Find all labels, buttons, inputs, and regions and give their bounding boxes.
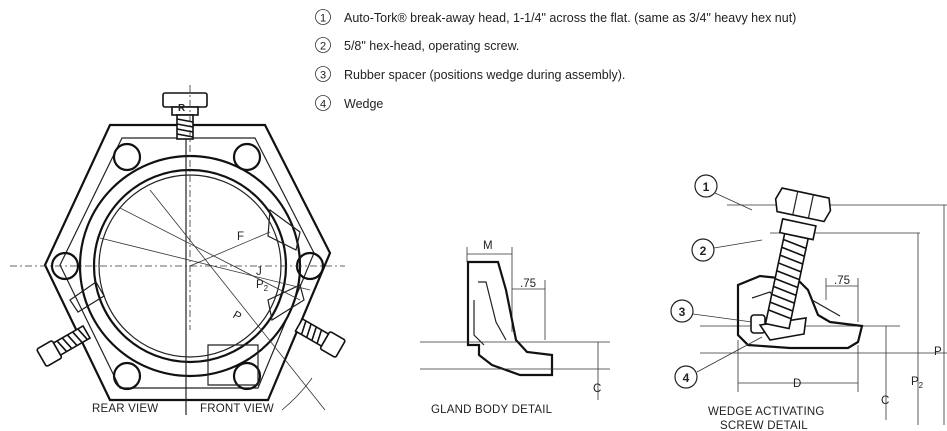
callout-number: 4 <box>683 371 690 385</box>
rear-view-label: REAR VIEW <box>92 403 158 415</box>
dim-label-p2: P2 <box>911 376 924 390</box>
wedge-pocket <box>267 208 301 251</box>
dim-line-p2 <box>119 207 301 301</box>
dim-label-p: P <box>231 309 244 323</box>
legend-number-circle <box>315 95 331 111</box>
wedge-screw-detail: .75 D C P2 P 1 2 3 4 <box>670 174 947 431</box>
legend-number: 4 <box>320 99 326 111</box>
dim-line-f <box>189 231 271 267</box>
gland-section-outline <box>466 260 554 377</box>
legend-number-circle <box>315 37 331 53</box>
bolt-hole <box>112 142 142 172</box>
gland-body-caption: GLAND BODY DETAIL <box>431 404 553 416</box>
legend-text: Auto-Tork® break-away head, 1-1/4" acros… <box>344 11 796 25</box>
bolt-hole <box>232 142 262 172</box>
dim-label-075: .75 <box>834 275 850 287</box>
dim-label-r: R <box>178 103 186 114</box>
legend-number: 1 <box>320 13 326 25</box>
legend-item-1: 1 Auto-Tork® break-away head, 1-1/4" acr… <box>315 9 796 25</box>
dim-line-j <box>99 237 311 291</box>
bolt-hole <box>232 361 262 391</box>
dim-label-f: F <box>237 231 244 243</box>
dim-label-p: P <box>934 346 942 358</box>
dim-label-p2: P2 <box>256 279 269 293</box>
dim-label-d: D <box>793 378 801 390</box>
dim-label-c: C <box>881 395 889 407</box>
legend-item-2: 2 5/8" hex-head, operating screw. <box>315 37 519 53</box>
left-operating-screw <box>36 324 92 367</box>
top-operating-screw: R <box>162 92 208 140</box>
callout-number: 3 <box>679 305 686 319</box>
legend-number-circle <box>315 66 331 82</box>
hex-gland-outline <box>43 123 332 402</box>
callout-number: 2 <box>700 244 707 258</box>
legend-text: Wedge <box>344 97 383 111</box>
legend: 1 Auto-Tork® break-away head, 1-1/4" acr… <box>315 9 796 111</box>
callout-1: 1 <box>694 174 753 211</box>
dim-label-j: J <box>256 266 262 278</box>
wedge-pocket <box>267 284 305 321</box>
legend-text: Rubber spacer (positions wedge during as… <box>344 68 625 82</box>
wedge-detail-caption-line1: WEDGE ACTIVATING <box>708 406 825 418</box>
dim-line-p <box>149 189 326 411</box>
wedge-detail-caption-line2: SCREW DETAIL <box>720 420 808 431</box>
wedge-pocket <box>69 281 105 313</box>
gland-body-detail: M .75 C GLAND BODY DETAIL <box>420 240 610 416</box>
dim-label-m: M <box>483 240 493 252</box>
legend-number-circle <box>315 9 331 25</box>
dim-arc <box>281 377 313 411</box>
hex-gland-inner-outline <box>59 137 315 389</box>
callout-4: 4 <box>674 336 763 389</box>
callout-number: 1 <box>703 180 710 194</box>
gland-assembly-view: R F J P2 P <box>10 85 346 415</box>
gland-section-inner <box>473 300 485 346</box>
legend-item-3: 3 Rubber spacer (positions wedge during … <box>315 66 625 82</box>
front-view-label: FRONT VIEW <box>200 403 274 415</box>
operating-screw <box>764 187 832 330</box>
dim-label-c: C <box>593 383 601 395</box>
legend-text: 5/8" hex-head, operating screw. <box>344 39 519 53</box>
bolt-hole <box>112 361 142 391</box>
dim-label-075: .75 <box>520 278 536 290</box>
legend-number: 2 <box>320 41 326 53</box>
callout-2: 2 <box>691 238 763 262</box>
legend-item-4: 4 Wedge <box>315 95 383 111</box>
gland-section-inner <box>478 281 507 341</box>
legend-number: 3 <box>320 70 326 82</box>
callout-3: 3 <box>670 299 753 323</box>
right-operating-screw <box>294 317 346 358</box>
wedge-pocket <box>207 344 259 386</box>
